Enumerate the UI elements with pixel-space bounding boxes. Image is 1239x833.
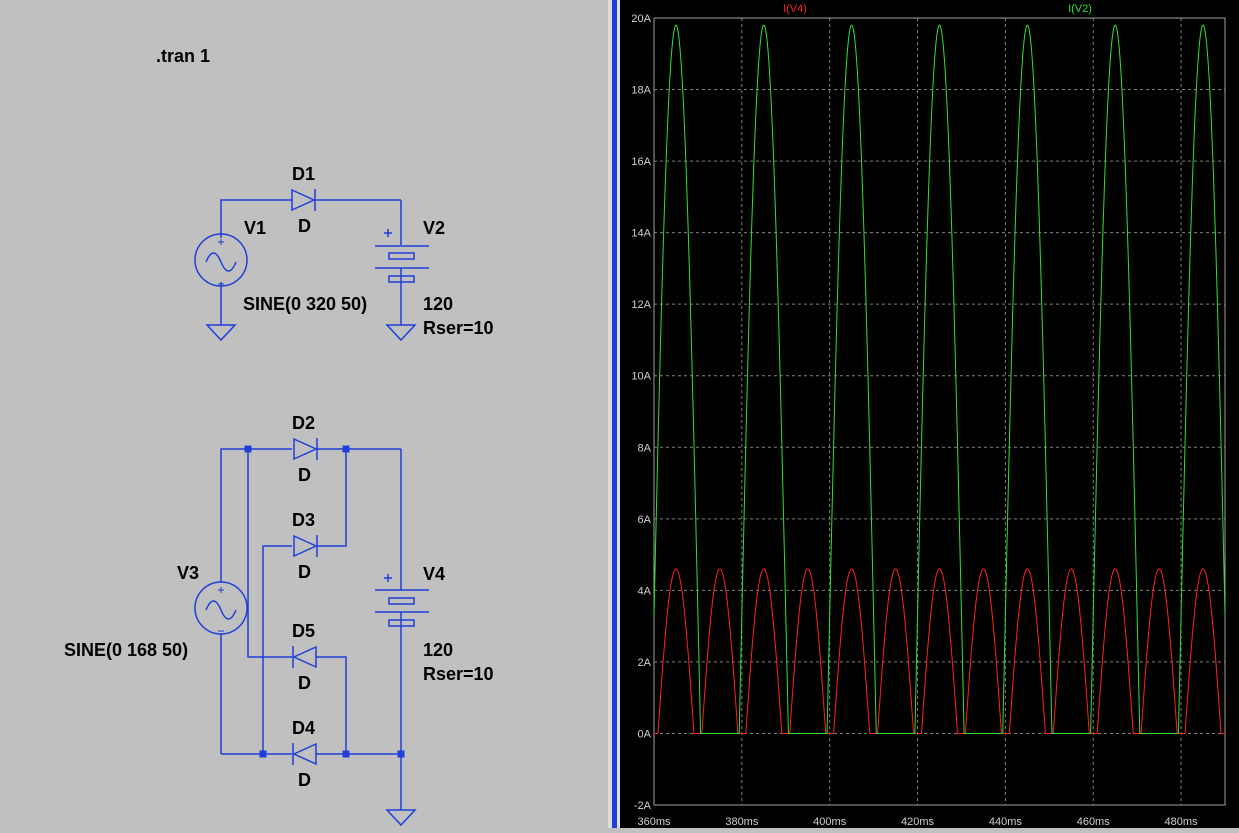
y-tick-label: 10A <box>631 371 651 383</box>
diode-icon[interactable] <box>293 534 318 558</box>
diode-icon[interactable] <box>292 645 317 669</box>
y-tick-label: 8A <box>638 442 652 454</box>
plot-frame <box>653 17 1226 806</box>
x-tick-label: 380ms <box>725 816 759 828</box>
x-tick-label: 440ms <box>989 816 1023 828</box>
d3-model[interactable]: D <box>298 562 311 582</box>
y-tick-label: -2A <box>634 800 652 812</box>
y-tick-label: 20A <box>631 13 651 25</box>
schematic-panel[interactable]: .tran 1 D1 D V1 SINE(0 320 50) V2 120 Rs… <box>0 0 608 828</box>
diode-icon[interactable] <box>292 742 317 766</box>
d1-model[interactable]: D <box>298 216 311 236</box>
d1-ref[interactable]: D1 <box>292 164 315 184</box>
trace-line-iv2[interactable] <box>653 24 1226 734</box>
diode-icon[interactable] <box>293 437 318 461</box>
y-tick-label: 18A <box>631 85 651 97</box>
x-tick-label: 460ms <box>1077 816 1111 828</box>
ground-icon <box>205 324 237 342</box>
x-tick-label: 480ms <box>1165 816 1199 828</box>
d2-model[interactable]: D <box>298 465 311 485</box>
v4-ref[interactable]: V4 <box>423 564 445 584</box>
ground-icon <box>385 324 417 342</box>
d4-ref[interactable]: D4 <box>292 718 315 738</box>
sine-source-icon[interactable] <box>194 233 248 287</box>
trace-line-iv4[interactable] <box>654 568 1225 734</box>
junction-dot <box>397 750 405 758</box>
sine-source-icon[interactable] <box>194 581 248 635</box>
d3-ref[interactable]: D3 <box>292 510 315 530</box>
junction-dot <box>342 750 350 758</box>
y-tick-label: 4A <box>638 585 652 597</box>
schematic-canvas[interactable]: .tran 1 D1 D V1 SINE(0 320 50) V2 120 Rs… <box>0 0 608 828</box>
junction-dot <box>244 445 252 453</box>
v1-ref[interactable]: V1 <box>244 218 266 238</box>
v4-value[interactable]: 120 <box>423 640 453 660</box>
x-tick-label: 400ms <box>813 816 847 828</box>
x-tick-label: 420ms <box>901 816 935 828</box>
v3-value[interactable]: SINE(0 168 50) <box>64 640 188 660</box>
d5-model[interactable]: D <box>298 673 311 693</box>
ground-icon <box>385 809 417 827</box>
v2-value[interactable]: 120 <box>423 294 453 314</box>
v4-rser[interactable]: Rser=10 <box>423 664 494 684</box>
y-tick-label: 2A <box>638 657 652 669</box>
v2-ref[interactable]: V2 <box>423 218 445 238</box>
splitter-line <box>612 0 617 828</box>
pane-splitter[interactable] <box>608 0 620 828</box>
trace-legend-label[interactable]: I(V4) <box>783 3 807 15</box>
x-tick-label: 360ms <box>637 816 671 828</box>
d2-ref[interactable]: D2 <box>292 413 315 433</box>
tran-directive[interactable]: .tran 1 <box>156 46 210 66</box>
waveform-viewer[interactable]: 20A 18A 16A 14A 12A 10A 8A 6A 4A 2A 0A -2A 360ms 380m… <box>620 0 1239 828</box>
diode-icon[interactable] <box>291 188 316 212</box>
v3-ref[interactable]: V3 <box>177 563 199 583</box>
d4-model[interactable]: D <box>298 770 311 790</box>
junction-dot <box>259 750 267 758</box>
trace-legend-label[interactable]: I(V2) <box>1068 3 1092 15</box>
d5-ref[interactable]: D5 <box>292 621 315 641</box>
junction-dot <box>342 445 350 453</box>
v2-rser[interactable]: Rser=10 <box>423 318 494 338</box>
y-tick-label: 6A <box>638 514 652 526</box>
y-tick-label: 16A <box>631 156 651 168</box>
y-tick-label: 0A <box>638 728 652 740</box>
y-tick-label: 14A <box>631 228 651 240</box>
waveform-canvas[interactable]: 20A 18A 16A 14A 12A 10A 8A 6A 4A 2A 0A -2A 360ms 380m… <box>620 0 1239 828</box>
y-tick-label: 12A <box>631 299 651 311</box>
v1-value[interactable]: SINE(0 320 50) <box>243 294 367 314</box>
